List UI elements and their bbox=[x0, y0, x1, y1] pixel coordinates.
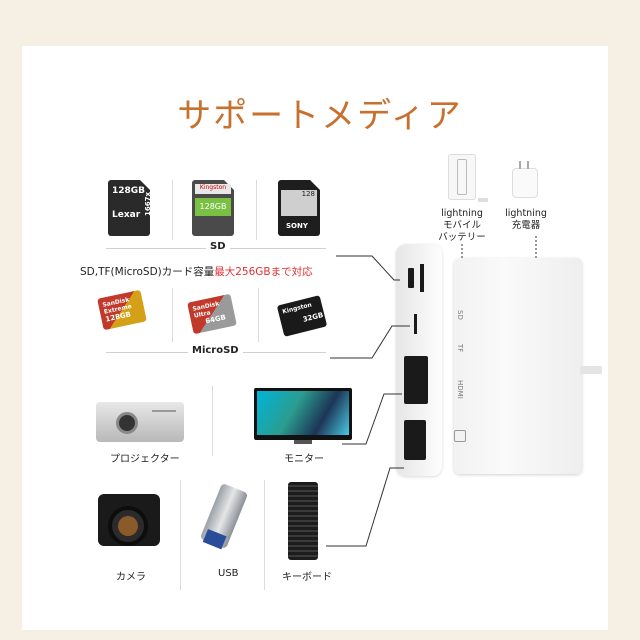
divider bbox=[256, 180, 257, 240]
battery-cable bbox=[478, 198, 488, 202]
battery-icon bbox=[448, 154, 476, 200]
divider bbox=[172, 180, 173, 240]
usb-label: USB bbox=[218, 568, 239, 579]
divider bbox=[258, 288, 259, 342]
monitor-label: モニター bbox=[284, 454, 324, 465]
hdmi-port[interactable] bbox=[404, 356, 428, 404]
sd-section-label: SD bbox=[206, 241, 230, 252]
sd-brand: SONY bbox=[286, 222, 308, 230]
microsd-section-label: MicroSD bbox=[188, 345, 243, 356]
sd-capacity: 128GB bbox=[112, 186, 146, 196]
hub-body bbox=[454, 258, 582, 474]
monitor-icon bbox=[254, 388, 352, 440]
card-notch bbox=[140, 180, 150, 190]
sd-card-sony: 128 SONY bbox=[278, 180, 320, 236]
divider bbox=[212, 386, 213, 456]
battery-label: lightning モバイル バッテリー bbox=[438, 208, 486, 243]
charger-icon bbox=[512, 161, 538, 198]
capacity-note-highlight: 最大256GBまで対応 bbox=[214, 266, 313, 278]
capacity-note-prefix: SD,TF(MicroSD)カード容量 bbox=[80, 266, 215, 278]
camera-label: カメラ bbox=[116, 572, 146, 583]
tf-slot[interactable] bbox=[414, 314, 417, 334]
usb-port[interactable] bbox=[404, 420, 426, 460]
divider bbox=[172, 288, 173, 342]
monitor-stand bbox=[294, 440, 312, 444]
keyboard-icon bbox=[288, 482, 318, 560]
camera-icon bbox=[98, 494, 160, 546]
sd-capacity: 128GB bbox=[195, 198, 231, 216]
charger-label: lightning 充電器 bbox=[505, 208, 547, 231]
sd-slot[interactable] bbox=[408, 268, 414, 288]
sd-slot-bar bbox=[420, 264, 424, 292]
sd-card-kingston: Kingston 128GB bbox=[192, 180, 234, 236]
divider bbox=[264, 480, 265, 590]
sd-brand: Kingston bbox=[195, 184, 231, 194]
projector-icon bbox=[96, 402, 184, 442]
projector-label: プロジェクター bbox=[110, 454, 180, 465]
divider bbox=[180, 480, 181, 590]
card-notch bbox=[310, 180, 320, 190]
capacity-note: SD,TF(MicroSD)カード容量最大256GBまで対応 bbox=[80, 264, 313, 279]
sd-capacity: 128 bbox=[281, 190, 317, 216]
sd-brand: Lexar bbox=[112, 210, 141, 220]
keyboard-label: キーボード bbox=[282, 572, 332, 583]
hub-cable bbox=[580, 366, 602, 374]
hub-usb-symbol-icon bbox=[454, 430, 466, 442]
sd-card-lexar: 128GB Lexar 1667x bbox=[108, 180, 152, 236]
page-title: サポートメディア bbox=[177, 96, 463, 136]
